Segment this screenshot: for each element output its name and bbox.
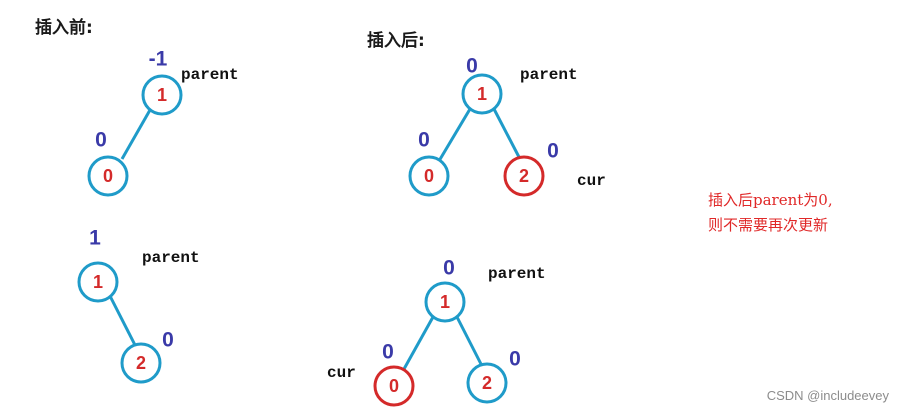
note-line-1: 插入后parent为0,	[708, 191, 833, 209]
annotation-note: 插入后parent为0, 则不需要再次更新	[708, 188, 833, 238]
tree-node-root	[461, 73, 503, 115]
edge-root-to-right-child	[492, 108, 522, 160]
balance-factor-label: 0	[382, 341, 394, 364]
edge-root-to-left-child	[402, 316, 435, 370]
heading-before-insertion: 插入前:	[35, 18, 93, 38]
balance-factor-label: 1	[89, 227, 101, 250]
parent-pointer-label: parent	[520, 66, 578, 84]
tree-before-left-heavy: 1 -1 parent 0 0	[87, 48, 239, 197]
tree-node-root	[424, 281, 466, 323]
node-value: 0	[389, 376, 399, 396]
cur-pointer-label: cur	[577, 172, 606, 190]
balance-factor-label: 0	[418, 129, 430, 152]
balance-factor-label: 0	[509, 348, 521, 371]
cur-pointer-label: cur	[327, 364, 356, 382]
tree-node-left	[408, 155, 450, 197]
node-value: 0	[103, 166, 113, 186]
watermark: CSDN @includeevey	[766, 388, 889, 403]
tree-before-right-heavy: 1 1 parent 2 0	[77, 227, 200, 384]
balance-factor-label: 0	[547, 140, 559, 163]
note-line-2: 则不需要再次更新	[708, 216, 829, 234]
node-value: 0	[424, 166, 434, 186]
node-value: 1	[477, 84, 487, 104]
node-value: 2	[482, 373, 492, 393]
tree-after-left-insertion: 1 0 parent 0 0 cur 2 0	[327, 257, 546, 407]
node-value: 1	[93, 272, 103, 292]
balance-factor-label: -1	[149, 48, 168, 71]
edge-root-to-left-child	[120, 109, 152, 160]
edge-root-to-right-child	[108, 295, 138, 348]
node-value: 2	[519, 166, 529, 186]
node-value: 1	[440, 292, 450, 312]
tree-node-right-inserted	[503, 155, 545, 197]
node-value: 2	[136, 353, 146, 373]
tree-node-left-inserted	[373, 365, 415, 407]
edge-root-to-left-child	[437, 108, 472, 162]
tree-after-right-insertion: 1 0 parent 0 0 2 0 cur	[408, 55, 606, 197]
balance-factor-label: 0	[162, 329, 174, 352]
balance-factor-label: 0	[443, 257, 455, 280]
heading-after-insertion: 插入后:	[367, 31, 425, 51]
parent-pointer-label: parent	[181, 66, 239, 84]
parent-pointer-label: parent	[142, 249, 200, 267]
parent-pointer-label: parent	[488, 265, 546, 283]
tree-node-right	[466, 362, 508, 404]
balance-factor-label: 0	[466, 55, 478, 78]
tree-node-root	[141, 74, 183, 116]
node-value: 1	[157, 85, 167, 105]
tree-node-left	[87, 155, 129, 197]
edge-root-to-right-child	[455, 316, 484, 367]
balance-factor-label: 0	[95, 129, 107, 152]
tree-node-root	[77, 261, 119, 303]
tree-node-right	[120, 342, 162, 384]
